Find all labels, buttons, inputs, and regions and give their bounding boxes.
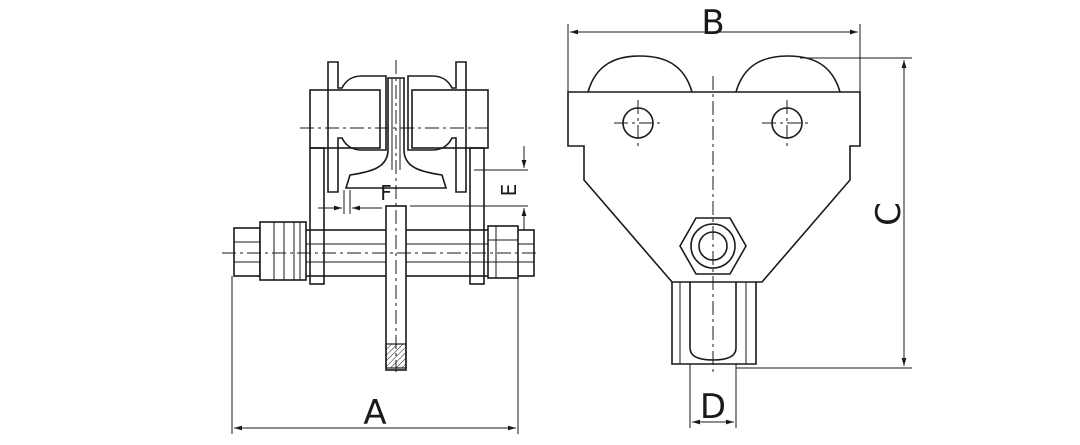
dimension-a: A xyxy=(231,276,519,434)
dimension-label-b: B xyxy=(701,3,724,43)
front-right-wheel xyxy=(735,55,841,93)
dimension-f: F xyxy=(318,181,392,214)
left-wheel xyxy=(309,61,387,193)
front-clevis xyxy=(671,282,757,365)
left-side-plate xyxy=(309,147,325,285)
side-view: A E F xyxy=(222,60,538,434)
i-beam-section xyxy=(344,77,448,189)
dimension-label-f: F xyxy=(380,181,392,205)
right-axle-hole xyxy=(762,100,812,148)
front-view: B C D xyxy=(567,3,912,428)
dimension-label-e: E xyxy=(497,184,521,197)
dimension-label-d: D xyxy=(700,387,726,427)
right-nut xyxy=(487,225,519,279)
left-axle-hole xyxy=(614,100,662,148)
dimension-d: D xyxy=(689,364,737,428)
dimension-label-c: C xyxy=(869,202,909,226)
front-body-plate xyxy=(567,91,861,283)
dimension-e: E xyxy=(410,146,528,230)
right-side-plate xyxy=(469,147,485,285)
dimension-label-a: A xyxy=(363,393,386,433)
dimension-b: B xyxy=(567,3,861,92)
front-left-wheel xyxy=(587,55,693,93)
dimension-c: C xyxy=(736,57,912,369)
left-nut xyxy=(233,221,307,281)
right-wheel xyxy=(407,61,489,193)
